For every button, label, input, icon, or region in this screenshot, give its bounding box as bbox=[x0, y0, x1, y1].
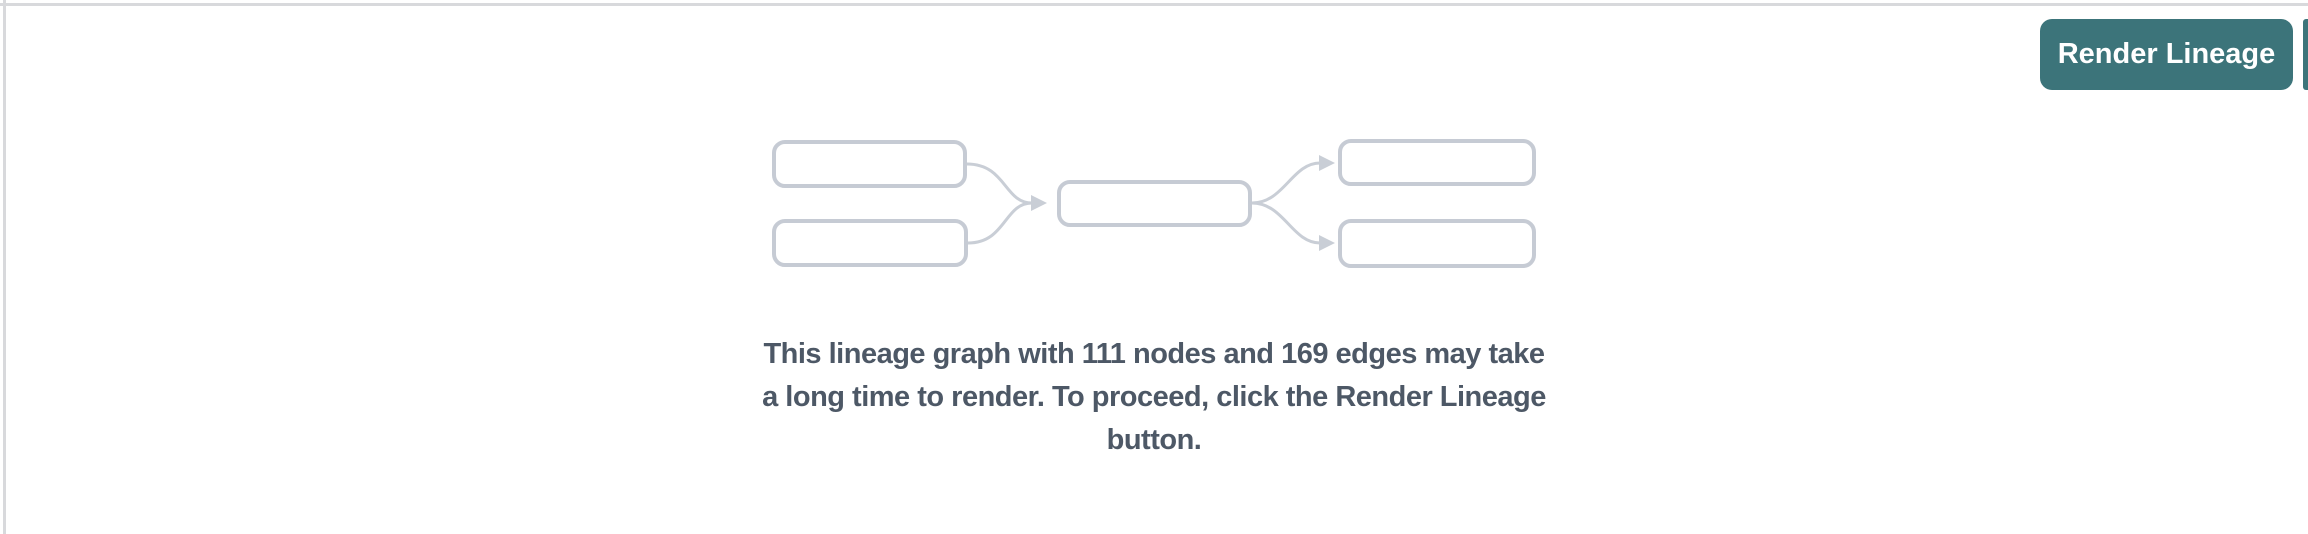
lineage-empty-state: This lineage graph with 111 nodes and 16… bbox=[0, 133, 2308, 462]
render-lineage-button[interactable]: Render Lineage bbox=[2040, 19, 2293, 90]
panel-top-border bbox=[0, 3, 2308, 6]
arrowhead-into-center-icon bbox=[1031, 195, 1047, 211]
target-node-bottom bbox=[1338, 219, 1536, 268]
lineage-placeholder-illustration bbox=[772, 139, 1536, 268]
edge-source-bottom-to-center bbox=[967, 201, 1033, 245]
message-line-1: This lineage graph with 111 nodes and 16… bbox=[763, 338, 1545, 370]
message-line-2: a long time to render. To proceed, click… bbox=[762, 381, 1546, 413]
edge-center-to-target-top bbox=[1251, 161, 1321, 205]
edge-center-to-target-bottom bbox=[1251, 201, 1321, 245]
message-line-3: button. bbox=[1106, 424, 1202, 456]
target-node-top bbox=[1338, 139, 1536, 186]
lineage-warning-message: This lineage graph with 111 nodes and 16… bbox=[762, 333, 1546, 462]
edge-source-top-to-center bbox=[966, 162, 1033, 205]
panel-left-border bbox=[3, 0, 6, 534]
source-node-bottom bbox=[772, 219, 968, 267]
arrowhead-into-target-bottom-icon bbox=[1319, 235, 1335, 251]
partial-button-right-edge[interactable] bbox=[2303, 19, 2308, 90]
center-node bbox=[1057, 180, 1252, 227]
source-node-top bbox=[772, 140, 967, 188]
arrowhead-into-target-top-icon bbox=[1319, 155, 1335, 171]
